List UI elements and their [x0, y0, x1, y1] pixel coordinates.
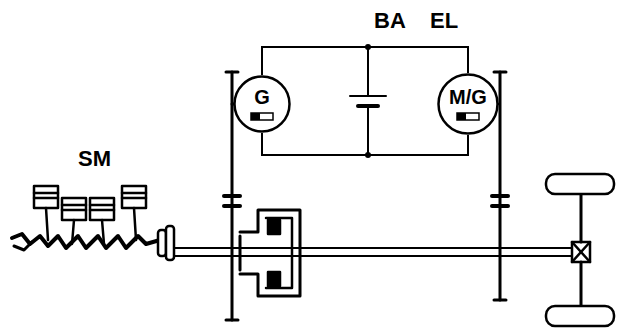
battery-label: BA — [374, 10, 406, 32]
generator-circle: G — [233, 75, 291, 133]
machine-name: M/G — [449, 86, 487, 109]
electric-wire — [262, 47, 468, 75]
electrical-label: EL — [430, 10, 458, 32]
electric-wire — [262, 133, 468, 155]
motor-generator-circle: M/G — [437, 73, 499, 135]
engine-label: SM — [78, 148, 111, 170]
machine-name: G — [254, 86, 270, 109]
